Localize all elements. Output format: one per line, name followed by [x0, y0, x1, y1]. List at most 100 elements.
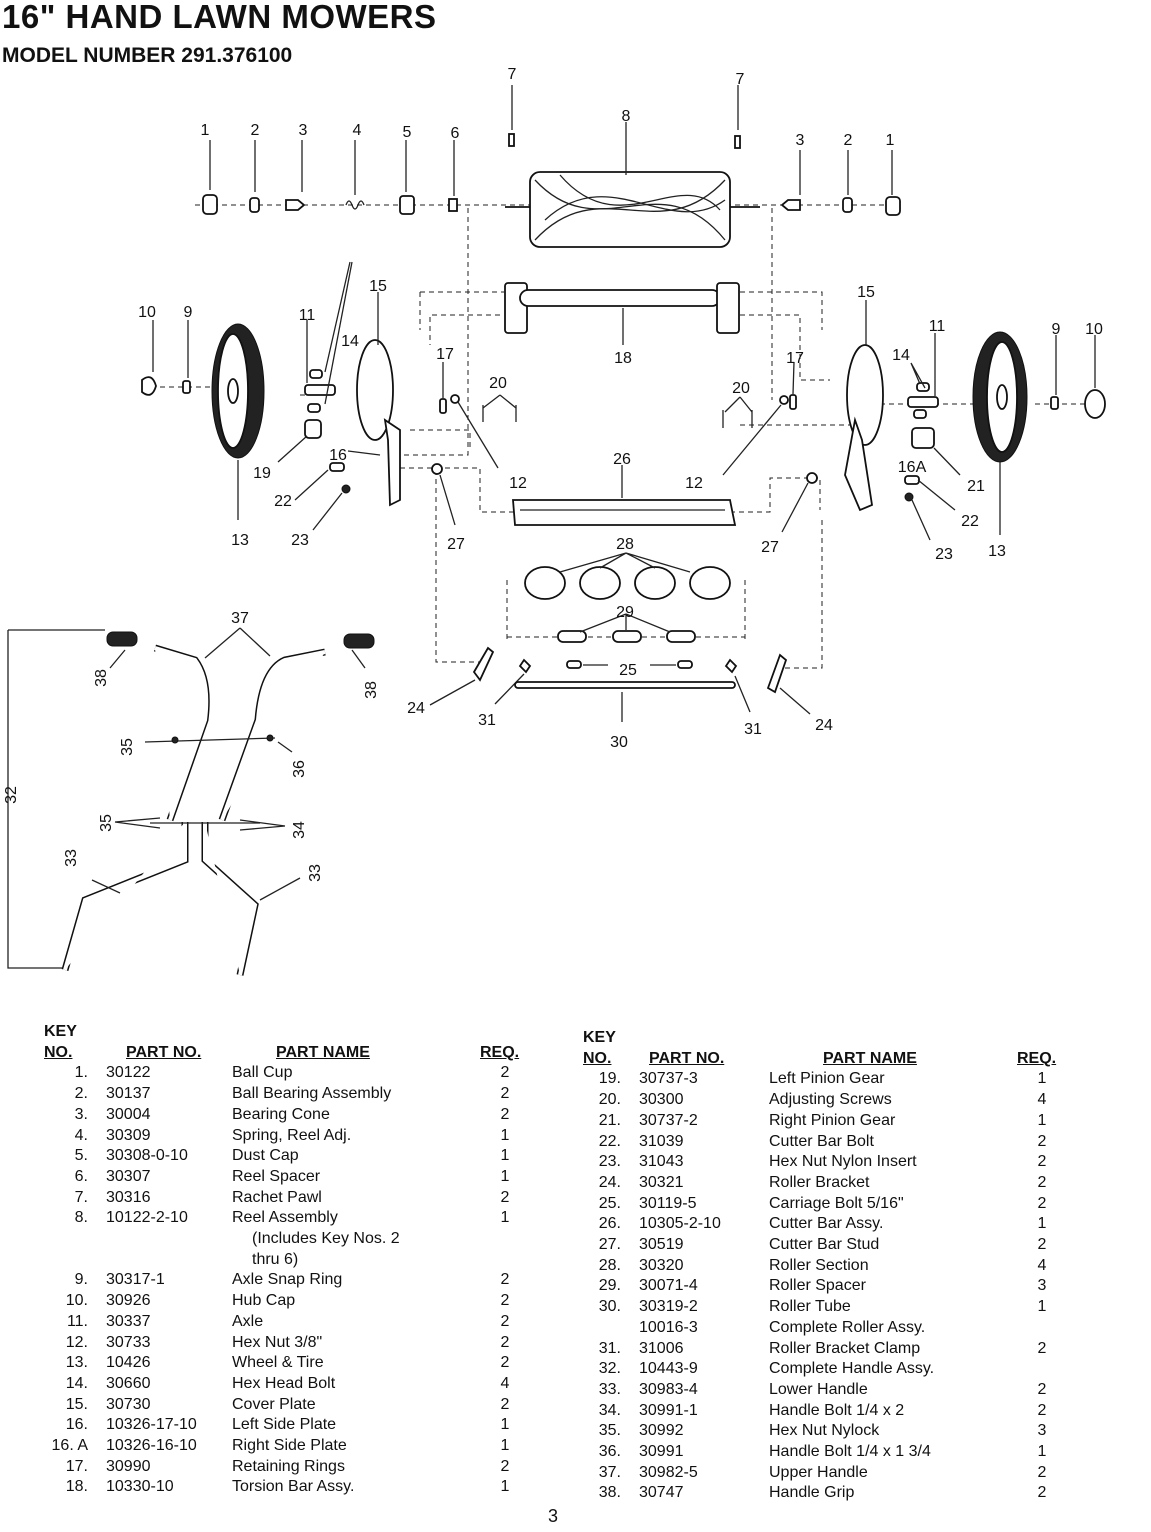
callout-label: 12	[509, 475, 527, 492]
cell-req: 1	[1037, 1298, 1047, 1316]
reel-assembly	[505, 171, 760, 248]
callout-label: 20	[732, 380, 750, 397]
cell-req: 1	[500, 1209, 510, 1227]
cell-part-no: 30119-5	[639, 1194, 697, 1212]
cell-part-name: Hex Nut Nylon Insert	[769, 1153, 917, 1171]
cell-part-name: Cutter Bar Stud	[769, 1236, 880, 1254]
cell-part-no: 30983-4	[639, 1380, 698, 1398]
callout-label: 1	[201, 122, 210, 139]
callout-label: 13	[988, 543, 1006, 560]
cell-key-no: 24.	[598, 1173, 621, 1191]
cell-req: 2	[500, 1395, 510, 1413]
callout-label: 2	[844, 132, 853, 149]
table-header-row: NO. PART NO. PART NAME REQ.	[44, 1043, 530, 1064]
header-part-no: PART NO.	[126, 1043, 202, 1061]
cell-part-no: 30747	[639, 1484, 684, 1502]
callout-label: 16	[329, 447, 347, 464]
callout-label: 16A	[898, 459, 927, 476]
cell-key-no: 8.	[74, 1209, 88, 1227]
cell-part-name: Ball Bearing Assembly	[232, 1085, 392, 1103]
cell-part-name: Lower Handle	[769, 1380, 868, 1398]
cell-key-no: 34.	[598, 1401, 621, 1419]
cell-part-no: 10016-3	[639, 1318, 698, 1336]
callout-label: 23	[291, 532, 309, 549]
cell-req: 2	[500, 1292, 510, 1310]
handle-grip-left	[106, 631, 138, 647]
mower-drawing	[7, 85, 1106, 976]
callout-label: 22	[961, 513, 979, 530]
table-row: 10016-3 Complete Roller Assy.	[583, 1318, 1067, 1339]
callout-label: 38	[93, 669, 110, 687]
cell-req: 2	[1037, 1484, 1047, 1502]
header-part-no: PART NO.	[649, 1049, 725, 1067]
cell-part-no: 30137	[106, 1085, 151, 1103]
cell-key-no: 5.	[74, 1147, 88, 1165]
cell-part-no: 30300	[639, 1091, 684, 1109]
callout-label: 6	[451, 125, 460, 142]
callout-label: 7	[736, 71, 745, 88]
cell-part-no	[106, 1250, 232, 1271]
cell-part-no: 10330-10	[106, 1478, 174, 1496]
cell-part-name: Handle Grip	[769, 1484, 855, 1502]
callout-label: 25	[619, 662, 637, 679]
cell-part-no: 30307	[106, 1167, 151, 1185]
cell-key-no: 17.	[65, 1457, 88, 1475]
cell-key-no: 38.	[598, 1484, 621, 1502]
cell-key-no: 21.	[598, 1111, 621, 1129]
callout-label: 20	[489, 375, 507, 392]
callout-label: 33	[63, 849, 80, 867]
hub-cap-right	[1084, 389, 1106, 419]
callout-label: 5	[403, 124, 412, 141]
cell-part-name: Dust Cap	[232, 1147, 299, 1165]
cell-part-name: Hub Cap	[232, 1292, 296, 1310]
cell-part-name: Cover Plate	[232, 1395, 316, 1413]
table-row: (Includes Key Nos. 2	[44, 1229, 530, 1250]
callout-label: 9	[184, 304, 193, 321]
header-key-no: NO.	[44, 1043, 73, 1061]
table-header-row: NO. PART NO. PART NAME REQ.	[583, 1049, 1067, 1070]
cell-part-no: 30319-2	[639, 1298, 698, 1316]
cell-req: 2	[1037, 1132, 1047, 1150]
cell-key-no: 32.	[598, 1360, 621, 1378]
cell-part-name: Roller Section	[769, 1256, 869, 1274]
cell-key-no: 36.	[598, 1443, 621, 1461]
cell-part-name: Axle	[232, 1312, 264, 1330]
cell-key-no: 16. A	[51, 1437, 88, 1455]
cell-part-name: Spring, Reel Adj.	[232, 1126, 352, 1144]
cell-req: 2	[1037, 1339, 1047, 1357]
cell-part-no: 30320	[639, 1256, 684, 1274]
cell-key-no: 12.	[65, 1333, 88, 1351]
cell-req: 2	[500, 1354, 510, 1372]
callout-label: 17	[786, 350, 804, 367]
cell-req: 1	[500, 1167, 510, 1185]
callout-label: 10	[138, 304, 156, 321]
cell-part-name: Upper Handle	[769, 1463, 868, 1481]
callout-label: 10	[1085, 321, 1103, 338]
roller-tube	[514, 681, 736, 689]
cell-part-no: 30660	[106, 1374, 151, 1392]
cell-part-no: 30991-1	[639, 1401, 698, 1419]
roller-bracket-left	[472, 646, 495, 682]
cell-key-no	[44, 1250, 106, 1271]
axle-left	[304, 384, 336, 396]
callout-label: 17	[436, 346, 454, 363]
wheel-tire-right	[972, 331, 1028, 463]
cell-req: 4	[500, 1374, 510, 1392]
cell-part-no: 30337	[106, 1312, 151, 1330]
cell-part-name: Complete Roller Assy.	[769, 1318, 926, 1336]
cell-part-name: Reel Spacer	[232, 1167, 321, 1185]
callout-label: 13	[231, 532, 249, 549]
callout-label: 2	[251, 122, 260, 139]
cell-key-no: 26.	[598, 1215, 621, 1233]
left-side-plate	[356, 339, 401, 507]
cell-part-no: 30308-0-10	[106, 1147, 188, 1165]
callout-label: 11	[929, 318, 946, 335]
